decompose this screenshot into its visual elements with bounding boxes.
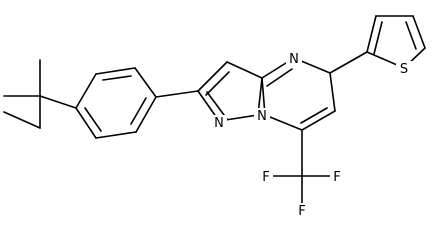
bond [75,73,97,109]
bond [373,21,383,55]
atom-label-n-pyrazole: N [214,116,224,131]
bond [329,51,368,74]
atom-f-top: F [258,169,273,185]
atom-label-f-right: F [333,170,340,185]
bond [266,68,293,87]
bond [264,114,303,131]
atom-n-bridge: N [254,108,270,124]
bond [412,15,426,49]
bonds [3,15,426,210]
bond [226,61,263,79]
molecule-structure: N N N S F F F [3,15,426,219]
atom-label-n-bridge: N [257,109,267,124]
bond [405,21,417,50]
bond [130,97,147,125]
atom-f-right: F [330,169,345,185]
bond [95,67,136,75]
atom-n-ring: N [286,51,302,67]
bond [75,107,97,139]
atom-s-thiophene: S [396,61,412,77]
atom-label-s-thiophene: S [400,62,408,77]
atom-label-f-left: F [262,170,269,185]
bond [3,111,41,129]
bond [206,91,228,120]
bond [329,72,336,112]
bond [301,110,336,131]
bond [197,61,228,92]
atom-n-pyrazole: N [211,115,227,131]
atom-label-n-ring: N [289,52,299,67]
atom-labels: N N N S F F F [211,51,412,219]
bond [205,71,230,96]
bond [95,131,137,139]
bond [155,90,199,98]
bond [134,67,157,98]
bond [102,75,132,81]
bond [366,15,377,53]
bond [135,96,157,133]
atom-label-f-top: F [298,204,305,219]
atom-f-bottom: F [294,203,309,219]
bond [84,107,102,132]
bond [300,107,328,124]
bond [39,95,77,109]
